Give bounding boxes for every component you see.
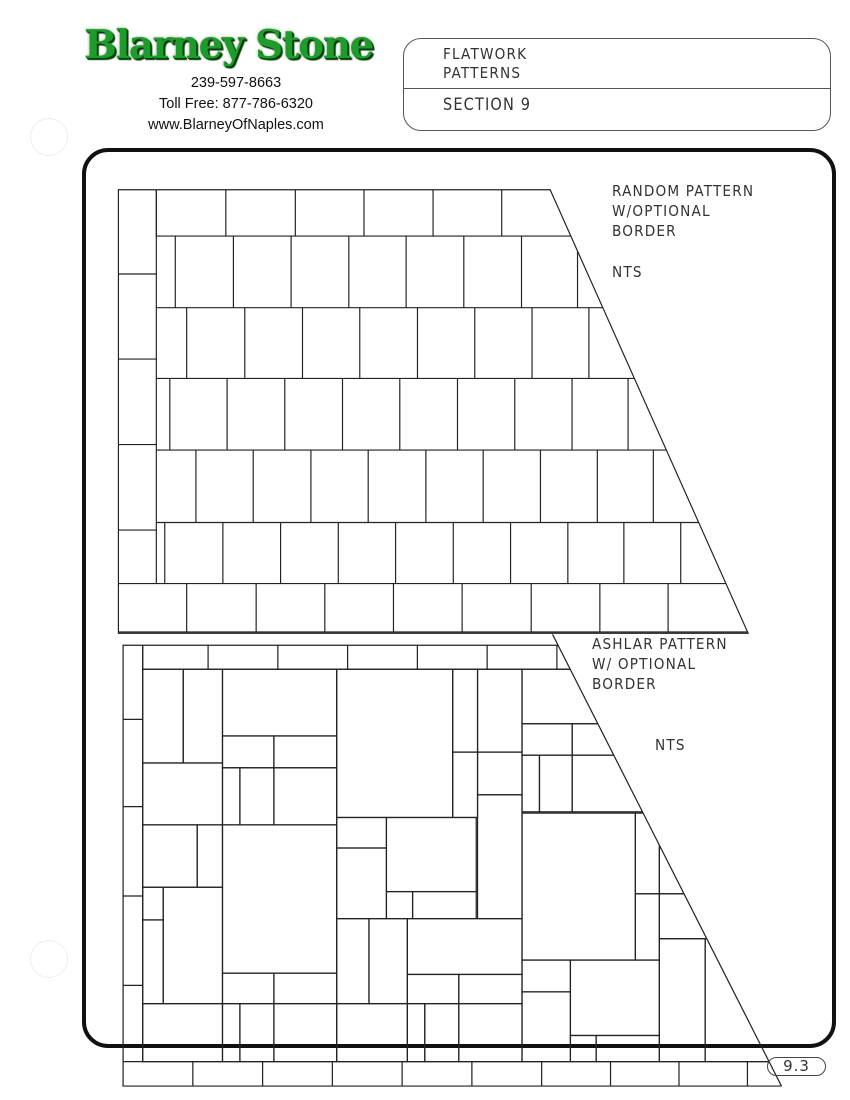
- ashlar-stone: [476, 794, 523, 920]
- ashlar-stone: [452, 668, 479, 753]
- ashlar-diagonal-edge: [551, 634, 782, 1087]
- ashlar-stone: [406, 1003, 426, 1063]
- ashlar-stone: [336, 1003, 408, 1063]
- ashlar-stone: [476, 751, 523, 796]
- ashlar-stone: [406, 918, 523, 976]
- ashlar-stone: [336, 816, 388, 849]
- ashlar-stone: [142, 919, 164, 1005]
- title-line1: FLATWORK: [443, 45, 528, 63]
- ashlar-stone: [221, 767, 241, 826]
- ashlar-stone: [196, 824, 224, 888]
- ashlar-stone: [273, 972, 338, 1005]
- ashlar-stone: [569, 959, 660, 1037]
- ashlar-stone: [658, 938, 706, 1063]
- punch-hole: [30, 118, 68, 156]
- ashlar-stone: [182, 668, 224, 764]
- ashlar-stone: [595, 1034, 660, 1063]
- ashlar-stone: [634, 893, 660, 961]
- website[interactable]: www.BlarneyOfNaples.com: [148, 117, 324, 133]
- ashlar-stone: [538, 754, 573, 813]
- ashlar-stone: [634, 812, 660, 895]
- ashlar-stone: [458, 1003, 523, 1063]
- ashlar-stone: [336, 668, 454, 819]
- punch-hole: [30, 940, 68, 978]
- ashlar-stone: [162, 886, 224, 1005]
- ashlar-scale: NTS: [655, 736, 686, 754]
- ashlar-stones: [123, 645, 782, 1087]
- ashlar-label-line1: ASHLAR PATTERN: [592, 635, 728, 653]
- random-label-line2: W/OPTIONAL: [612, 202, 711, 220]
- title-block: [403, 38, 831, 131]
- toll-free: Toll Free: 877-786-6320: [159, 96, 313, 112]
- ashlar-stone: [406, 973, 460, 1005]
- ashlar-stone: [385, 816, 477, 893]
- ashlar-outline: [122, 644, 782, 1087]
- random-scale: NTS: [612, 263, 643, 281]
- ashlar-stone: [142, 762, 224, 826]
- ashlar-label-line3: BORDER: [592, 675, 657, 693]
- ashlar-stone: [368, 918, 408, 1005]
- ashlar-stone: [452, 751, 479, 819]
- ashlar-stone: [336, 918, 370, 1005]
- ashlar-stone: [658, 893, 722, 940]
- ashlar-stone: [273, 767, 338, 826]
- ashlar-stone: [521, 723, 573, 756]
- ashlar-stone: [142, 668, 184, 764]
- ashlar-stone: [521, 812, 636, 961]
- ashlar-stone: [239, 767, 275, 826]
- ashlar-stone: [142, 886, 164, 921]
- ashlar-stone: [221, 972, 275, 1005]
- ashlar-stone: [569, 1034, 597, 1063]
- title-line2: PATTERNS: [443, 64, 522, 82]
- ashlar-stone: [221, 1003, 241, 1063]
- ashlar-pattern-drawing: [122, 634, 782, 1087]
- ashlar-stone: [385, 890, 414, 920]
- ashlar-stone: [273, 735, 338, 769]
- ashlar-stone: [142, 824, 198, 888]
- logo: Blarney Stone: [84, 22, 374, 68]
- random-pattern-drawing: [117, 189, 750, 634]
- ashlar-stone: [704, 938, 782, 1063]
- ashlar-stone: [221, 824, 338, 974]
- ashlar-stone: [424, 1003, 460, 1063]
- ashlar-stone: [521, 991, 572, 1063]
- ashlar-stone: [571, 754, 643, 813]
- section-label: SECTION 9: [443, 95, 532, 114]
- page-number: 9.3: [767, 1057, 826, 1076]
- ashlar-stone: [221, 668, 338, 737]
- ashlar-stone: [521, 754, 541, 813]
- ashlar-label-line2: W/ OPTIONAL: [592, 655, 697, 673]
- ashlar-stone: [521, 959, 572, 993]
- phone: 239-597-8663: [190, 75, 282, 91]
- ashlar-stone: [336, 847, 388, 920]
- ashlar-stone: [221, 735, 275, 769]
- ashlar-stone: [239, 1003, 275, 1063]
- random-label-line1: RANDOM PATTERN: [612, 182, 755, 200]
- random-outline: [117, 189, 750, 634]
- random-stones: [118, 189, 749, 633]
- ashlar-stone: [458, 973, 523, 1005]
- ashlar-stone: [476, 668, 523, 753]
- ashlar-stone: [571, 723, 634, 756]
- ashlar-stone: [273, 1003, 338, 1063]
- random-label-line3: BORDER: [612, 222, 677, 240]
- title-divider: [403, 88, 831, 89]
- ashlar-stone: [142, 1003, 224, 1063]
- ashlar-stone: [411, 890, 477, 920]
